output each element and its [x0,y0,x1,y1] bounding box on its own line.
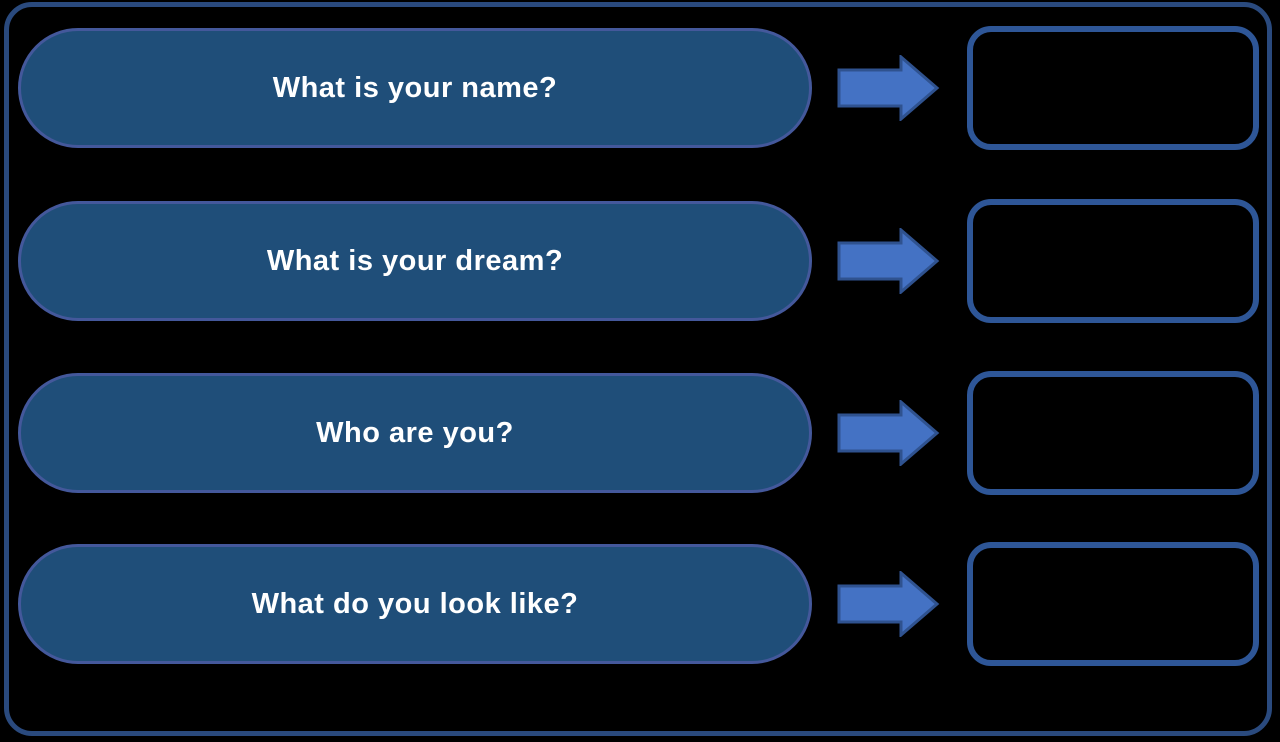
right-arrow-icon [837,55,940,121]
question-row-4: What do you look like? [0,542,1280,666]
answer-box-3 [967,371,1259,495]
question-pill-2: What is your dream? [18,201,812,321]
question-row-3: Who are you? [0,371,1280,495]
right-arrow-icon [837,571,940,637]
right-arrow-icon [837,400,940,466]
right-arrow-icon [837,228,940,294]
question-label-3: Who are you? [316,416,514,449]
question-label-2: What is your dream? [266,244,564,277]
question-pill-4: What do you look like? [18,544,812,664]
question-row-2: What is your dream? [0,199,1280,323]
question-pill-3: Who are you? [18,373,812,493]
question-label-4: What do you look like? [251,587,579,620]
question-row-1: What is your name? [0,26,1280,150]
answer-box-1 [967,26,1259,150]
answer-box-4 [967,542,1259,666]
question-label-1: What is your name? [272,71,558,104]
question-pill-1: What is your name? [18,28,812,148]
answer-box-2 [967,199,1259,323]
outer-frame-border [4,2,1272,736]
